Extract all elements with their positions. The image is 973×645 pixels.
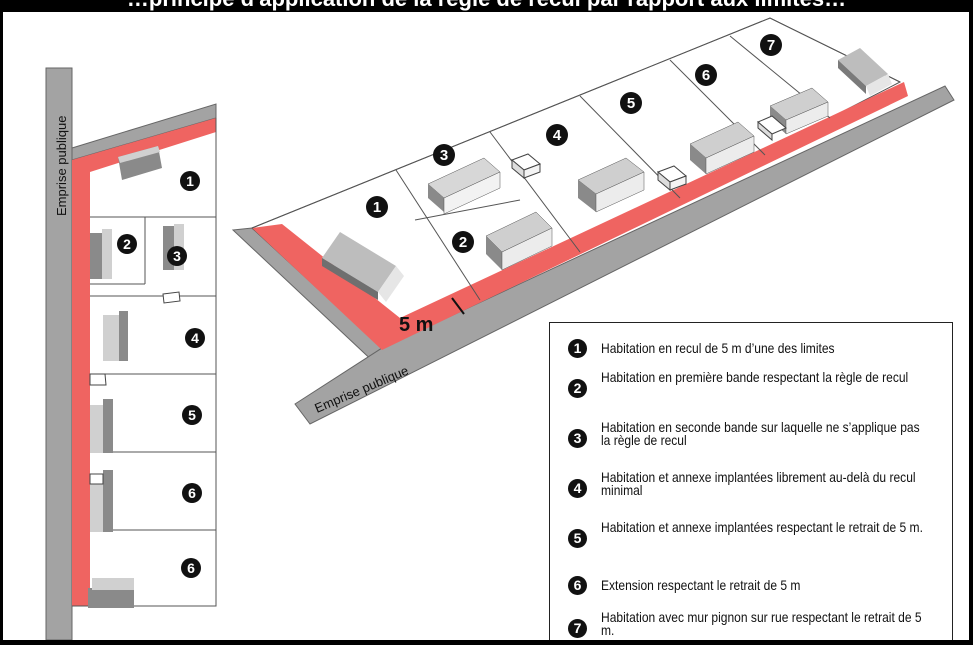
legend-text: Habitation et annexe implantées libremen… [601, 469, 916, 498]
legend-badge: 4 [568, 479, 587, 498]
legend-badge: 6 [568, 576, 587, 595]
legend-item: 5 Habitation et annexe implantées respec… [568, 519, 969, 548]
legend-text: Habitation en première bande respectant … [601, 369, 909, 385]
setback-dimension-arrow [451, 297, 465, 315]
iso-annex-5 [657, 165, 687, 192]
iso-badge: 4 [546, 124, 568, 146]
legend-text: Habitation en recul de 5 m d’une des lim… [601, 340, 835, 356]
plan-badge: 6 [181, 558, 201, 578]
page-title: …principe d'application de la règle de r… [0, 0, 973, 12]
svg-text:5: 5 [188, 407, 196, 423]
plan-setback-band [72, 118, 216, 606]
legend-badge: 5 [568, 529, 587, 548]
svg-text:1: 1 [186, 173, 194, 189]
iso-building-3 [427, 157, 501, 215]
plan-building-5 [90, 399, 113, 453]
legend-item: 6 Extension respectant le retrait de 5 m [568, 575, 931, 595]
svg-text:7: 7 [767, 37, 775, 54]
plan-badge: 3 [167, 246, 187, 266]
legend-item: 4 Habitation et annexe implantées librem… [568, 469, 969, 498]
plan-building-2 [90, 229, 112, 279]
iso-divider [489, 131, 581, 253]
legend-badge: 2 [568, 379, 587, 398]
plan-badge: 2 [117, 234, 137, 254]
iso-badge: 5 [620, 92, 642, 114]
plan-parcel-outline [72, 118, 217, 607]
svg-text:6: 6 [702, 67, 710, 84]
iso-building-5 [689, 121, 755, 175]
legend-item: 2 Habitation en première bande respectan… [568, 369, 969, 398]
iso-building-2 [485, 211, 553, 271]
legend-box: 1 Habitation en recul de 5 m d’une des l… [549, 322, 953, 640]
legend-badge: 3 [568, 429, 587, 448]
plan-road-vertical [45, 67, 73, 640]
iso-building-7 [838, 48, 892, 96]
iso-divider [414, 199, 521, 221]
svg-text:2: 2 [459, 234, 467, 251]
legend-text: Habitation et annexe implantées respecta… [601, 519, 923, 535]
diagram-canvas: Emprise publique 1 2 3 4 5 6 6 [45, 17, 955, 640]
svg-text:4: 4 [191, 330, 199, 346]
page-title-text: …principe d'application de la règle de r… [127, 0, 846, 11]
iso-divider [395, 169, 481, 301]
iso-badge: 7 [760, 34, 782, 56]
plan-badge: 1 [180, 171, 200, 191]
legend-text: Habitation en seconde bande sur laquelle… [601, 419, 920, 448]
svg-text:6: 6 [188, 485, 196, 501]
legend-item: 3 Habitation en seconde bande sur laquel… [568, 419, 969, 448]
svg-text:5: 5 [627, 95, 635, 112]
plan-badge: 4 [185, 328, 205, 348]
plan-annex-4 [162, 291, 181, 304]
plan-badge: 5 [182, 405, 202, 425]
plan-building-6b [88, 578, 134, 608]
svg-text:3: 3 [440, 147, 448, 164]
iso-badge: 6 [695, 64, 717, 86]
legend-badge: 1 [568, 339, 587, 358]
svg-text:2: 2 [123, 236, 131, 252]
iso-annex-4 [511, 153, 541, 180]
iso-view: 5 m Emprise publique [231, 17, 955, 425]
plan-building-1 [118, 146, 162, 180]
setback-dimension-label: 5 m [399, 314, 433, 336]
svg-text:4: 4 [553, 127, 562, 144]
svg-text:6: 6 [187, 560, 195, 576]
iso-building-6 [757, 87, 829, 142]
legend-text: Habitation avec mur pignon sur rue respe… [601, 609, 922, 638]
plan-annex-5 [89, 373, 107, 386]
diagram-frame: Emprise publique 1 2 3 4 5 6 6 [3, 12, 969, 640]
plan-building-6a [89, 470, 113, 532]
plan-badge: 6 [182, 483, 202, 503]
legend-badge: 7 [568, 619, 587, 638]
iso-badges: 1 2 3 4 5 6 7 [366, 34, 782, 253]
plan-view: Emprise publique [45, 67, 217, 640]
iso-badge: 2 [452, 231, 474, 253]
iso-badge: 3 [433, 144, 455, 166]
iso-building-4 [577, 157, 645, 213]
iso-badge: 1 [366, 196, 388, 218]
legend-item: 1 Habitation en recul de 5 m d’une des l… [568, 338, 931, 358]
plan-public-space-label: Emprise publique [54, 116, 69, 216]
legend-text: Extension respectant le retrait de 5 m [601, 577, 801, 593]
svg-text:1: 1 [373, 199, 381, 216]
plan-badges: 1 2 3 4 5 6 6 [117, 171, 205, 578]
legend-item: 7 Habitation avec mur pignon sur rue res… [568, 609, 969, 638]
iso-building-1 [322, 232, 404, 302]
iso-road-front [294, 85, 955, 425]
svg-text:3: 3 [173, 248, 181, 264]
plan-building-4 [103, 311, 128, 361]
